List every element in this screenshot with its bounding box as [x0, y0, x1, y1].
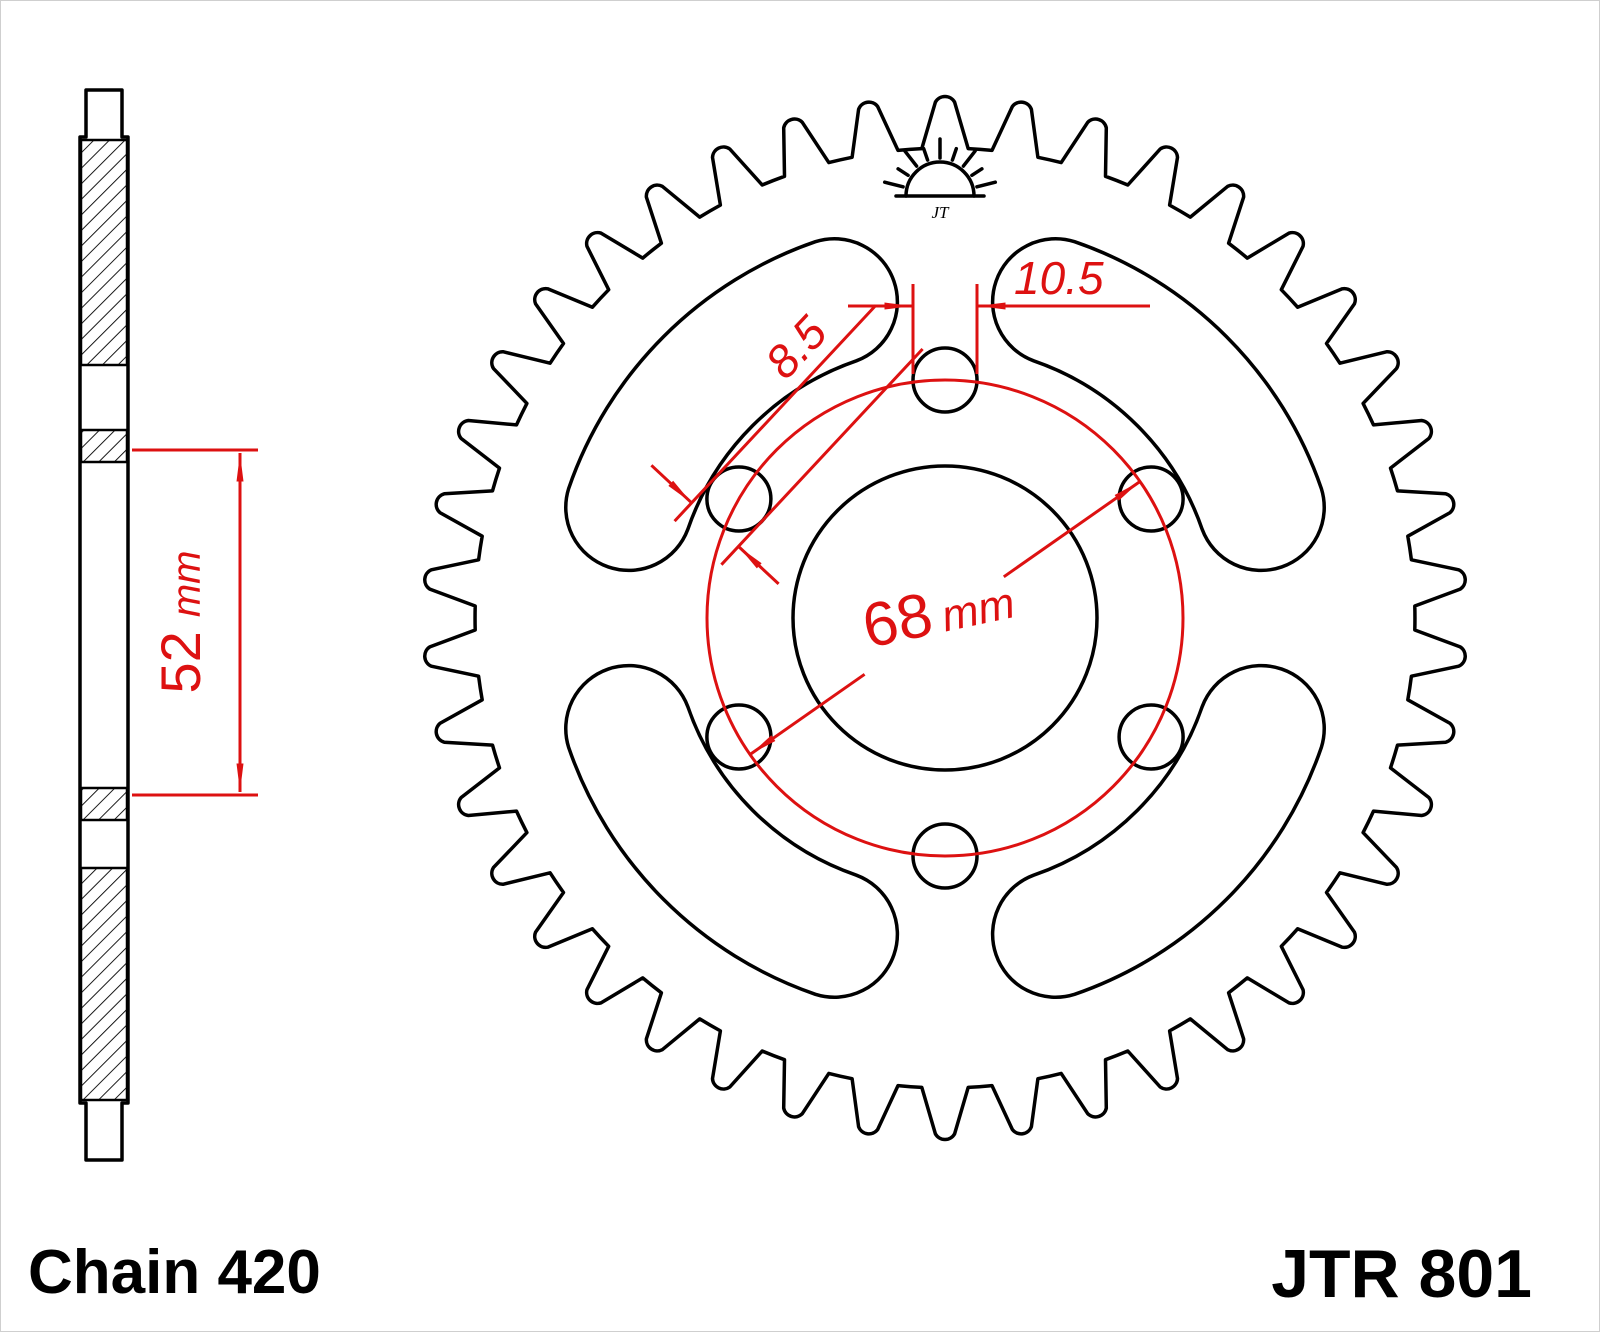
dim-68-value: 68 — [857, 580, 939, 662]
dim-52-unit: mm — [165, 551, 209, 618]
sun-rays-icon — [882, 137, 998, 189]
sun-ray-icon — [896, 167, 910, 178]
sun-ray-icon — [950, 146, 959, 162]
side-view — [78, 88, 130, 1162]
dimension-10-5: 10.5 — [848, 252, 1150, 374]
dim-68-line-lower — [749, 673, 866, 756]
jt-logo: JT — [882, 137, 998, 222]
cutout-slot — [990, 663, 1326, 999]
dim-85-arrow-lower — [737, 545, 780, 585]
hatch-hub-bottom — [79, 786, 129, 822]
cutout-slot — [990, 237, 1326, 573]
sun-icon — [904, 160, 976, 198]
hatch-teeth-bottom — [79, 866, 129, 1102]
bolt-circle — [705, 378, 1185, 858]
logo-text: JT — [932, 203, 951, 222]
cutout-slots — [564, 237, 1326, 999]
cutout-slot — [564, 237, 900, 573]
sun-ray-icon — [882, 180, 905, 189]
sun-ray-icon — [970, 167, 984, 178]
sun-ray-icon — [975, 180, 998, 189]
sun-ray-icon — [903, 149, 919, 168]
dim-52-value: 52 — [149, 631, 212, 693]
hatch-teeth-top — [79, 138, 129, 367]
sun-ray-icon — [961, 149, 977, 168]
dim-105-label: 10.5 — [1014, 252, 1104, 304]
sprocket-front-view — [423, 94, 1467, 1142]
dimension-52mm: 52 mm — [132, 448, 258, 797]
dim-68-line-upper — [1002, 480, 1141, 579]
sun-ray-icon — [921, 146, 930, 162]
dim-85-ext-lower — [720, 347, 924, 566]
dim-52-label: 52 mm — [149, 551, 212, 694]
dim-85-ext-upper — [673, 304, 877, 523]
cutout-slot — [564, 663, 900, 999]
center-bore — [791, 464, 1099, 772]
chain-label: Chain 420 — [28, 1238, 321, 1307]
dim-85-arrow-upper — [650, 464, 693, 504]
hatch-hub-top — [79, 428, 129, 464]
part-number-label: JTR 801 — [1271, 1236, 1532, 1312]
